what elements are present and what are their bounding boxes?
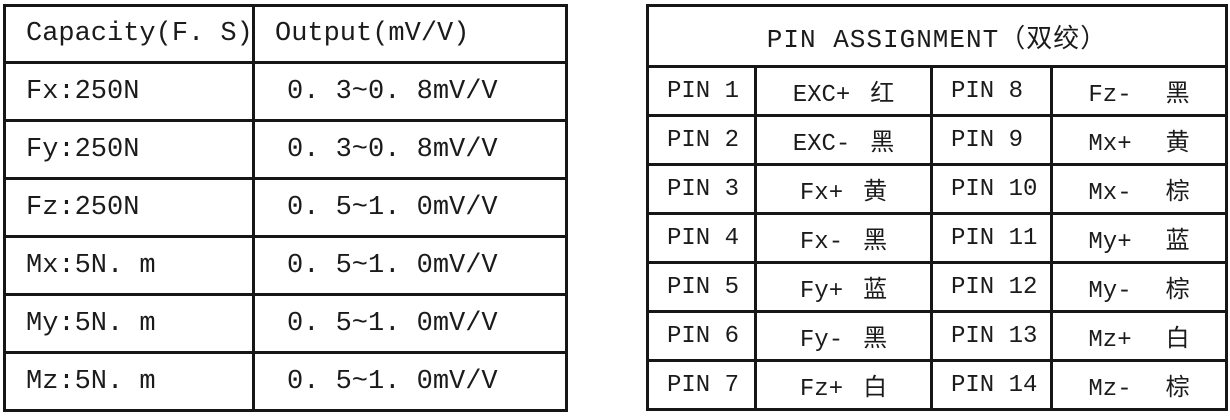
pin-row: PIN 1 EXC+ 红 PIN 8 Fz- 黑 <box>646 65 1228 117</box>
signal-cell: My+ 蓝 <box>1050 212 1228 264</box>
signal-cell: My- 棕 <box>1050 261 1228 313</box>
output-cell: 0. 3~0. 8mV/V <box>252 61 568 122</box>
signal-label: Fy+ <box>799 278 844 305</box>
signal-label: Mx+ <box>1088 131 1132 158</box>
pin-row: PIN 7 Fz+ 白 PIN 14 Mz- 棕 <box>646 359 1228 411</box>
signal-cell: Mx+ 黄 <box>1050 114 1228 166</box>
signal-label: EXC+ <box>792 82 851 109</box>
capacity-header-row: Capacity(F. S) Output(mV/V) <box>3 4 568 64</box>
signal-cell: EXC+ 红 <box>754 65 933 117</box>
signal-cell: Mz+ 白 <box>1050 310 1228 362</box>
wire-color-label: 白 <box>863 376 888 403</box>
signal-cell: Fx+ 黄 <box>754 163 933 215</box>
pin-row: PIN 5 Fy+ 蓝 PIN 12 My- 棕 <box>646 261 1228 313</box>
capacity-cell: Fz:250N <box>3 177 255 238</box>
signal-label: My+ <box>1088 229 1132 256</box>
pin-number-cell: PIN 3 <box>646 163 757 215</box>
capacity-cell: Fx:250N <box>3 61 255 122</box>
signal-label: My- <box>1088 278 1132 305</box>
pin-number-cell: PIN 13 <box>930 310 1053 362</box>
output-cell: 0. 5~1. 0mV/V <box>252 235 568 296</box>
signal-label: Fy- <box>799 327 844 354</box>
capacity-table: Capacity(F. S) Output(mV/V) Fx:250N 0. 3… <box>3 4 568 412</box>
table-row: Mx:5N. m 0. 5~1. 0mV/V <box>3 235 568 296</box>
signal-label: Mx- <box>1088 180 1132 207</box>
pin-number-cell: PIN 2 <box>646 114 757 166</box>
wire-color-label: 黑 <box>863 327 888 354</box>
output-header: Output(mV/V) <box>252 4 568 64</box>
signal-label: Mz+ <box>1088 327 1132 354</box>
pin-row: PIN 6 Fy- 黑 PIN 13 Mz+ 白 <box>646 310 1228 362</box>
table-row: Mz:5N. m 0. 5~1. 0mV/V <box>3 351 568 412</box>
signal-label: Fz- <box>1088 82 1132 109</box>
signal-cell: Mz- 棕 <box>1050 359 1228 411</box>
capacity-header: Capacity(F. S) <box>3 4 255 64</box>
signal-label: Fz+ <box>799 376 844 403</box>
capacity-cell: Mx:5N. m <box>3 235 255 296</box>
pin-number-cell: PIN 12 <box>930 261 1053 313</box>
signal-label: EXC- <box>792 131 851 158</box>
pin-number-cell: PIN 11 <box>930 212 1053 264</box>
wire-color-label: 蓝 <box>863 278 888 305</box>
pin-number-cell: PIN 8 <box>930 65 1053 117</box>
signal-label: Fx+ <box>799 180 844 207</box>
pin-number-cell: PIN 9 <box>930 114 1053 166</box>
wire-color-label: 红 <box>870 82 895 109</box>
pin-row: PIN 4 Fx- 黑 PIN 11 My+ 蓝 <box>646 212 1228 264</box>
table-row: Fy:250N 0. 3~0. 8mV/V <box>3 119 568 180</box>
pin-number-cell: PIN 14 <box>930 359 1053 411</box>
signal-cell: Fx- 黑 <box>754 212 933 264</box>
signal-cell: Fy- 黑 <box>754 310 933 362</box>
output-cell: 0. 5~1. 0mV/V <box>252 351 568 412</box>
capacity-cell: My:5N. m <box>3 293 255 354</box>
signal-cell: Fy+ 蓝 <box>754 261 933 313</box>
pin-assignment-title: PIN ASSIGNMENT（双绞） <box>646 4 1228 68</box>
wire-color-label: 白 <box>1165 327 1190 354</box>
signal-cell: EXC- 黑 <box>754 114 933 166</box>
wire-color-label: 黄 <box>863 180 888 207</box>
signal-cell: Fz+ 白 <box>754 359 933 411</box>
wire-color-label: 蓝 <box>1165 229 1190 256</box>
wire-color-label: 黑 <box>1165 82 1190 109</box>
signal-cell: Mx- 棕 <box>1050 163 1228 215</box>
wire-color-label: 棕 <box>1165 180 1190 207</box>
signal-label: Fx- <box>799 229 844 256</box>
wire-color-label: 黄 <box>1165 131 1190 158</box>
pin-row: PIN 3 Fx+ 黄 PIN 10 Mx- 棕 <box>646 163 1228 215</box>
output-cell: 0. 3~0. 8mV/V <box>252 119 568 180</box>
table-row: Fx:250N 0. 3~0. 8mV/V <box>3 61 568 122</box>
wire-color-label: 棕 <box>1165 376 1190 403</box>
capacity-cell: Fy:250N <box>3 119 255 180</box>
signal-label: Mz- <box>1088 376 1132 403</box>
output-cell: 0. 5~1. 0mV/V <box>252 177 568 238</box>
pin-number-cell: PIN 1 <box>646 65 757 117</box>
signal-cell: Fz- 黑 <box>1050 65 1228 117</box>
wire-color-label: 黑 <box>863 229 888 256</box>
wire-color-label: 棕 <box>1165 278 1190 305</box>
pin-number-cell: PIN 6 <box>646 310 757 362</box>
table-row: My:5N. m 0. 5~1. 0mV/V <box>3 293 568 354</box>
pin-number-cell: PIN 10 <box>930 163 1053 215</box>
pin-number-cell: PIN 4 <box>646 212 757 264</box>
pin-row: PIN 2 EXC- 黑 PIN 9 Mx+ 黄 <box>646 114 1228 166</box>
pin-number-cell: PIN 5 <box>646 261 757 313</box>
output-cell: 0. 5~1. 0mV/V <box>252 293 568 354</box>
pin-assignment-table: PIN ASSIGNMENT（双绞） PIN 1 EXC+ 红 PIN 8 Fz-… <box>646 4 1228 411</box>
pin-number-cell: PIN 7 <box>646 359 757 411</box>
capacity-cell: Mz:5N. m <box>3 351 255 412</box>
wire-color-label: 黑 <box>870 131 895 158</box>
table-row: Fz:250N 0. 5~1. 0mV/V <box>3 177 568 238</box>
pin-title-row: PIN ASSIGNMENT（双绞） <box>646 4 1228 68</box>
